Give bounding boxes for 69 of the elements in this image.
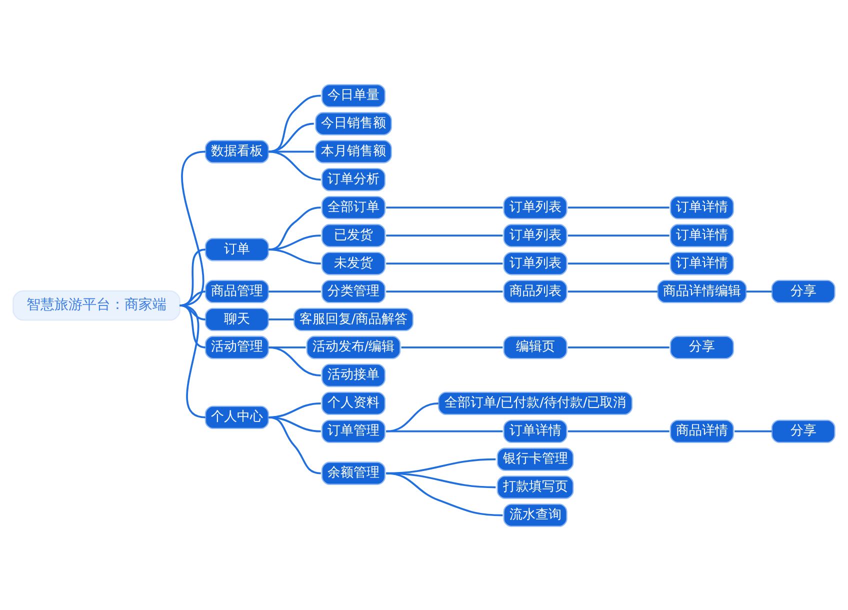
connector xyxy=(268,150,314,152)
node-box: 全部订单 xyxy=(321,195,386,219)
node-box: 订单详情 xyxy=(670,251,734,275)
node-box: 订单列表 xyxy=(503,195,568,219)
node-box: 订单列表 xyxy=(503,251,568,275)
node-box: 分享 xyxy=(670,335,734,359)
node-box: 活动管理 xyxy=(204,335,269,359)
connector xyxy=(386,290,503,292)
node-box: 数据看板 xyxy=(204,140,269,163)
node-box: 订单 xyxy=(204,237,269,261)
connector xyxy=(386,262,503,264)
connector xyxy=(746,290,772,292)
connector xyxy=(180,248,206,306)
connector xyxy=(386,234,503,236)
node-box: 本月销售额 xyxy=(315,140,392,163)
connector xyxy=(180,150,206,306)
node-box: 分享 xyxy=(771,419,836,443)
connector xyxy=(268,150,321,180)
node-box: 银行卡管理 xyxy=(496,447,574,470)
connector xyxy=(568,234,670,236)
node-box: 个人资料 xyxy=(321,391,386,415)
node-box: 商品详情编辑 xyxy=(657,279,747,303)
connector xyxy=(568,206,670,208)
node-box: 活动接单 xyxy=(321,363,386,387)
node-box: 商品列表 xyxy=(503,279,568,303)
node-box: 流水查询 xyxy=(503,503,568,526)
node-box: 聊天 xyxy=(204,307,269,331)
node-box: 智慧旅游平台：商家端 xyxy=(12,290,180,320)
connector xyxy=(568,346,670,348)
connector xyxy=(568,262,670,264)
node-box: 打款填写页 xyxy=(496,475,574,498)
node-box: 订单管理 xyxy=(321,419,386,443)
node-box: 商品详情 xyxy=(670,419,734,443)
connector xyxy=(268,290,321,292)
connector xyxy=(268,122,314,152)
connector xyxy=(734,430,772,432)
connector xyxy=(268,346,321,376)
connector xyxy=(401,346,503,348)
node-box: 未发货 xyxy=(321,251,386,275)
node-box: 分享 xyxy=(771,279,836,303)
node-box: 全部订单/已付款/待付款/已取消 xyxy=(438,391,633,415)
connector xyxy=(568,290,658,292)
connector xyxy=(386,472,503,516)
node-box: 已发货 xyxy=(321,223,386,247)
connector xyxy=(386,430,503,432)
node-box: 订单详情 xyxy=(503,419,568,443)
node-box: 编辑页 xyxy=(503,335,568,359)
connector xyxy=(180,304,206,418)
node-box: 客服回复/商品解答 xyxy=(293,307,414,331)
node-box: 订单列表 xyxy=(503,223,568,247)
node-box: 订单分析 xyxy=(321,167,386,191)
connector xyxy=(268,94,321,152)
node-box: 个人中心 xyxy=(204,405,269,429)
node-box: 分类管理 xyxy=(321,279,386,303)
node-box: 今日单量 xyxy=(321,84,386,107)
node-box: 订单详情 xyxy=(670,223,734,247)
connector xyxy=(268,248,321,264)
node-box: 今日销售额 xyxy=(315,112,392,135)
connector xyxy=(180,304,206,348)
connector xyxy=(386,402,439,432)
connector xyxy=(386,206,503,208)
node-box: 订单详情 xyxy=(670,195,734,219)
node-box: 余额管理 xyxy=(321,461,386,484)
connector xyxy=(180,290,206,306)
connector xyxy=(568,430,670,432)
connector xyxy=(268,318,294,320)
node-box: 商品管理 xyxy=(204,279,269,303)
node-box: 活动发布/编辑 xyxy=(306,335,401,359)
connector xyxy=(268,416,321,474)
